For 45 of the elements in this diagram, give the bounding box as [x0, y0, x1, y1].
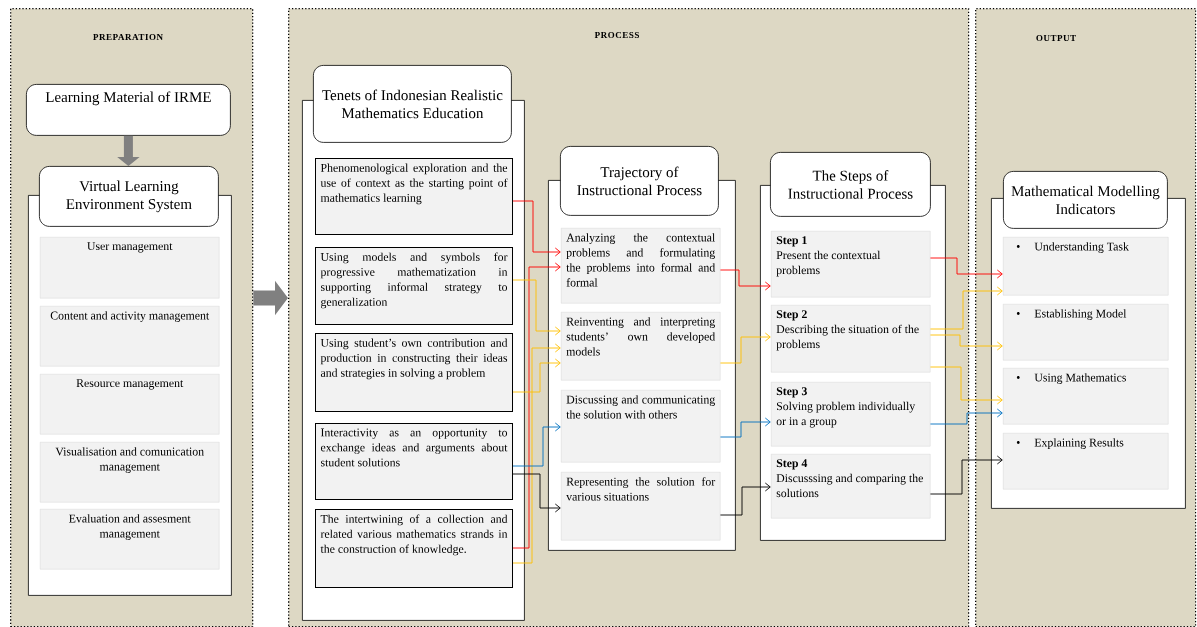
process-box: Representing the solution for various situations: [561, 472, 721, 541]
step-box: Step 4 Discusssing and comparing the solutions: [771, 454, 931, 519]
heading-box: The Steps of Instructional Process: [770, 152, 931, 217]
arrow: [512, 343, 561, 564]
arrow: [929, 366, 1003, 405]
arrow: [719, 417, 771, 438]
step-box: Step 3 Solving problem individually or in a group: [771, 382, 931, 447]
arrow: [929, 257, 1003, 279]
bullet-item-box: • Explaining Results: [1003, 433, 1169, 490]
process-box: User management: [40, 237, 220, 299]
process-box: Using models and symbols for progressive mathematization in supporting informal strategy to generalization: [315, 247, 513, 325]
process-box: Resource management: [40, 374, 220, 435]
arrow: [512, 279, 561, 336]
arrow: [929, 334, 1003, 351]
process-box: Discussing and communicating the solution with others: [561, 390, 721, 463]
process-box: Reinventing and interpreting students’ own developed models: [561, 312, 721, 381]
process-box: Phenomenological exploration and the use of context as the starting point of mathematics learning: [315, 158, 513, 235]
arrow: [512, 422, 561, 467]
rounded-box: Learning Material of IRME: [26, 84, 231, 136]
step-box: Step 2 Describing the situation of the problems: [771, 305, 931, 373]
process-box: Analyzing the contextual problems and formulating the problems into formal and formal: [561, 228, 721, 304]
heading-box: Mathematical Modelling Indicators: [1003, 171, 1168, 229]
bullet-item-box: • Using Mathematics: [1003, 368, 1169, 425]
arrow: [719, 482, 771, 516]
arrow: [929, 455, 1003, 495]
heading-box: Virtual Learning Environment System: [39, 166, 219, 227]
arrow: [512, 200, 561, 257]
process-box: Content and activity management: [40, 306, 220, 367]
heading-box: Tenets of Indonesian Realistic Mathematics Education: [313, 65, 512, 143]
arrow: [512, 262, 561, 549]
arrow: [512, 473, 561, 513]
arrow: [719, 269, 771, 291]
step-box: Step 1 Present the contextual problems: [771, 231, 931, 298]
process-box: Visualisation and comunication management: [40, 442, 220, 503]
arrow: [512, 358, 561, 393]
arrow: [929, 408, 1003, 425]
process-box: Interactivity as an opportunity to exchange ideas and arguments about student solutions: [315, 423, 513, 500]
bullet-item-box: • Understanding Task: [1003, 237, 1169, 296]
arrow: [929, 286, 1003, 330]
process-box: Evaluation and assesment management: [40, 509, 220, 570]
process-box: Using student’s own contribution and production in constructing their ideas and strategies in solving a problem: [315, 333, 513, 412]
heading-box: Trajectory of Instructional Process: [560, 146, 719, 216]
arrow: [719, 332, 771, 364]
process-box: The intertwining of a collection and related various mathematics strands in the construction of knowledge.: [315, 509, 513, 588]
bullet-item-box: • Establishing Model: [1003, 304, 1169, 361]
